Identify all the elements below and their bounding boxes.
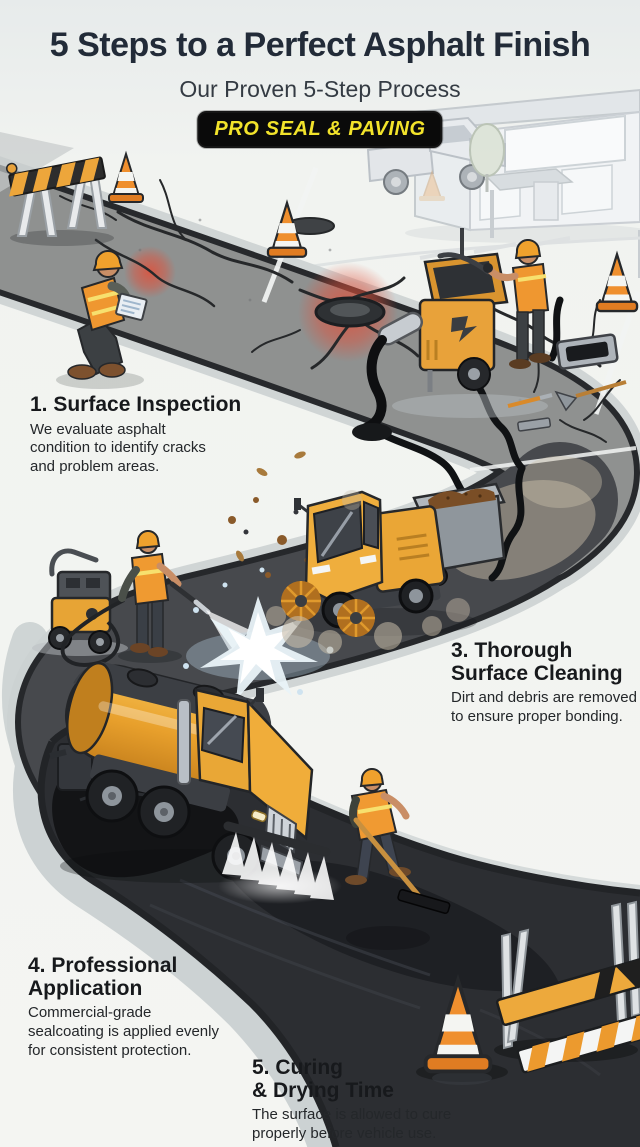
step-3-description: Dirt and debris are removed to ensure pr…	[451, 689, 637, 725]
hard-hat	[135, 530, 161, 550]
safety-vest	[511, 262, 550, 316]
brand-logo: PRO SEAL & PAVING	[197, 111, 443, 148]
page-subtitle: Our Proven 5-Step Process	[179, 76, 461, 102]
washer-hose	[60, 598, 125, 667]
sweeper-cab	[294, 490, 384, 602]
step-3-title: 3. Thorough Surface Cleaning	[451, 639, 623, 685]
brand-logo-text: PRO SEAL & PAVING	[214, 118, 426, 140]
step-5-curing-drying: 5. Curing & Drying Time The surface is a…	[252, 1056, 452, 1144]
barricade-top	[5, 156, 114, 246]
step-1-title: 1. Surface Inspection	[30, 393, 242, 416]
hand-tools	[507, 333, 627, 432]
worker-crack-fill	[483, 238, 551, 369]
pressure-washer-cart	[32, 548, 128, 667]
traffic-cone	[108, 153, 144, 203]
safety-vest	[130, 552, 170, 606]
step-1-description: We evaluate asphalt condition to identif…	[30, 420, 206, 475]
step-3-surface-cleaning: 3. Thorough Surface Cleaning Dirt and de…	[451, 639, 637, 727]
sealcoat-tanker-truck	[49, 661, 314, 883]
traffic-cone-large	[416, 978, 508, 1085]
hood	[246, 698, 314, 841]
traffic-cone	[595, 253, 639, 313]
exhaust-stack	[177, 699, 191, 785]
worker-squeegee	[345, 768, 451, 914]
hard-hat	[359, 768, 385, 788]
faint-cone-icon	[419, 169, 445, 201]
sweeper-brushes	[281, 581, 375, 637]
step-5-description: The surface is allowed to cure properly …	[252, 1106, 452, 1142]
step-5-title: 5. Curing & Drying Time	[252, 1056, 394, 1102]
step-4-professional-application: 4. Professional Application Commercial-g…	[28, 954, 219, 1060]
step-1-surface-inspection: 1. Surface Inspection We evaluate asphal…	[30, 393, 242, 476]
hard-hat	[514, 238, 542, 260]
tree-icon	[469, 123, 505, 192]
step-4-title: 4. Professional Application	[28, 954, 178, 1000]
sealant-pour	[361, 335, 387, 433]
step-4-description: Commercial-grade sealcoating is applied …	[28, 1004, 219, 1059]
background-streetscape	[299, 88, 640, 278]
worker-inspector	[56, 250, 148, 389]
worker-pressure-washing	[118, 530, 250, 663]
worker-reflection	[346, 926, 430, 950]
squeegee-head	[397, 888, 451, 914]
street-sweeper	[266, 482, 506, 654]
dust-cloud	[266, 490, 470, 654]
truck-cab	[177, 688, 314, 878]
storefront-building	[405, 88, 640, 278]
page-title: 5 Steps to a Perfect Asphalt Finish	[49, 26, 591, 64]
crack-fill-machine	[352, 228, 509, 441]
tablet	[115, 292, 148, 321]
crack-fill-crew	[352, 228, 627, 441]
hard-hat	[92, 250, 124, 272]
squeegee-handle	[353, 817, 427, 905]
barricade-bottom	[494, 900, 640, 1074]
spray-bar	[218, 821, 342, 904]
